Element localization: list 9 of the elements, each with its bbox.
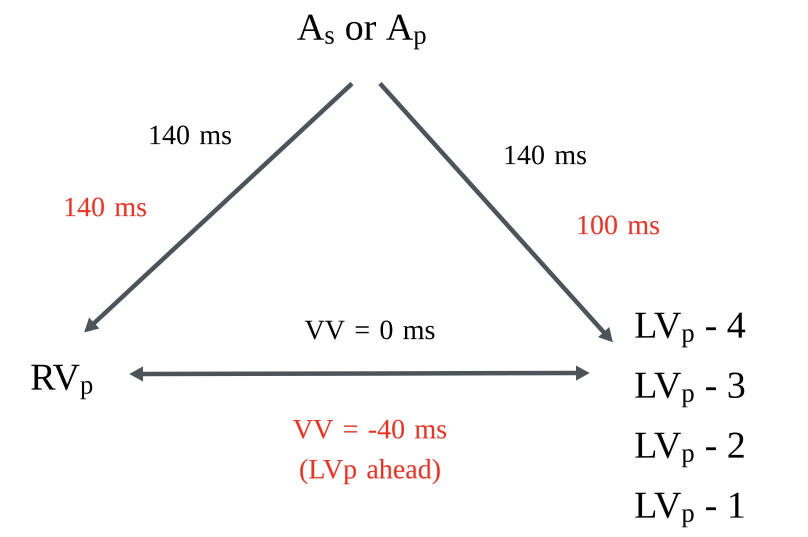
timing-label: VV = -40 ms (LVp ahead)	[293, 420, 446, 484]
timing-label: VV = 0 ms	[304, 320, 434, 340]
timing-label: 140 ms	[505, 146, 586, 164]
timing-label: 140 ms	[150, 126, 231, 144]
lv-label-stack: LV$_{p}$ - 4 LV$_{p}$ - 3 LV$_{p}$ - 2 LV$_{p}$ - 1	[635, 312, 746, 528]
timing-label: 100 ms	[578, 216, 659, 234]
atrial-label: A$_{s}$ or A$_{p}$	[297, 14, 426, 50]
timing-label: 140 ms	[65, 198, 146, 216]
rv-label: RV$_{p}$	[31, 364, 92, 400]
